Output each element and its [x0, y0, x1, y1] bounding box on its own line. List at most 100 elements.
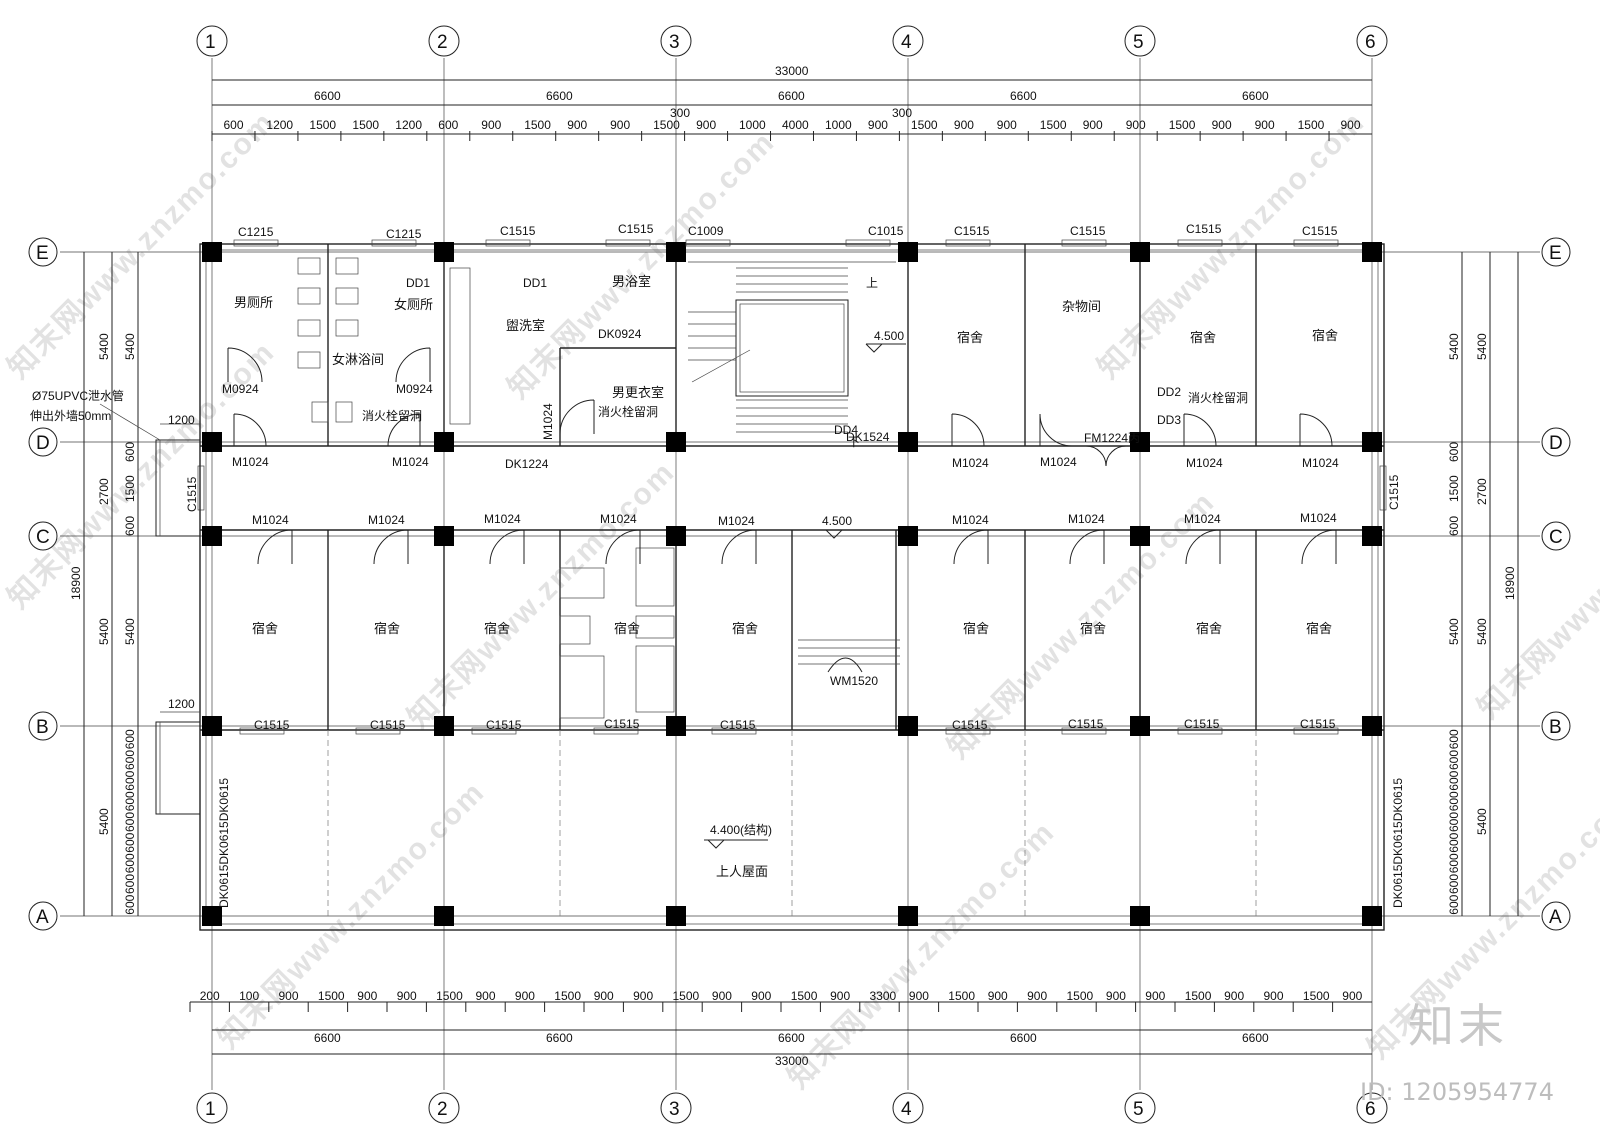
dims_right_steps-0: 600	[1447, 729, 1461, 749]
opening-dd4: DD4	[834, 423, 858, 437]
dims_bottom_detail-28: 1500	[1303, 989, 1330, 1003]
watermark-layer: 知末网www.znzmo.com 知末网www.znzmo.com 知末网www…	[2, 105, 1600, 1095]
window-c1515-t1: C1515	[500, 224, 536, 238]
exterior-steps	[155, 423, 201, 815]
door-m1024-b1: M1024	[252, 513, 289, 527]
dims_right_steps-1: 600	[1447, 750, 1461, 770]
window-c1515-t5: C1515	[1186, 222, 1222, 236]
room-dorm-7: 宿舍	[1080, 621, 1106, 636]
window-c1515-b1: C1515	[254, 718, 290, 732]
dim-right-inner-4: 600	[1447, 516, 1461, 536]
dim-1200-b: 1200	[168, 697, 195, 711]
dims_bottom_detail-11: 900	[633, 989, 653, 1003]
opening-dd1-b: DD1	[523, 276, 547, 290]
opening-dd2: DD2	[1157, 385, 1181, 399]
dims_top_detail-24: 900	[1255, 118, 1275, 132]
level-4500-a: 4.500	[874, 329, 904, 343]
dims_bottom_detail-7: 900	[476, 989, 496, 1003]
room-dorm-8: 宿舍	[1196, 621, 1222, 636]
axis-x-3-bottom: 3	[669, 1099, 680, 1120]
dims_bottom_detail-17: 3300	[870, 989, 897, 1003]
dims_left_steps-2: 600	[123, 770, 137, 790]
note-pipe-2: 伸出外墙50mm	[30, 409, 111, 423]
window-c1515-b5: C1515	[720, 718, 756, 732]
room-wash: 盥洗室	[506, 318, 545, 333]
room-labels: 男厕所 女厕所 女淋浴间 盥洗室 男浴室 男更衣室 宿舍 杂物间 宿舍 宿舍 宿…	[234, 274, 1338, 879]
dims_bottom_detail-3: 1500	[318, 989, 345, 1003]
dims_left_steps-1: 600	[123, 750, 137, 770]
dim-left-outer: 18900	[69, 566, 83, 600]
axis-x-1-bottom: 1	[205, 1099, 216, 1120]
dims_bottom_detail-4: 900	[357, 989, 377, 1003]
room-dorm-3: 宿舍	[484, 621, 510, 636]
axis-x-1-top: 1	[205, 32, 216, 53]
dim-top-bay-3: 6600	[778, 89, 805, 103]
dims_bottom_detail-22: 1500	[1067, 989, 1094, 1003]
dims_bottom_detail-20: 900	[988, 989, 1008, 1003]
door-m1024-b3: M1024	[484, 512, 521, 526]
dim-bottom-bay-1: 6600	[314, 1031, 341, 1045]
room-dorm-5: 宿舍	[732, 621, 758, 636]
room-storage: 杂物间	[1062, 299, 1101, 314]
axis-bubbles-y: E D C B A E D C B A	[28, 237, 1571, 931]
room-womens-toilet: 女厕所	[394, 297, 433, 312]
annotations: 消火栓留洞 消火栓留洞 消火栓留洞 Ø75UPVC泄水管 伸出外墙50mm 4.…	[30, 329, 1248, 849]
axis-x-4-top: 4	[901, 32, 912, 53]
dims_top_detail-21: 900	[1126, 118, 1146, 132]
axis-y-a-left: A	[36, 907, 49, 928]
door-m1024-b4: M1024	[600, 512, 637, 526]
dims_top_detail-10: 1500	[653, 118, 680, 132]
door-labels: M0924 M0924 M1024 M1024 M1024 M1024 M102…	[222, 382, 1339, 688]
dim-bottom-bay-3: 6600	[778, 1031, 805, 1045]
dim-left-mid-4: 5400	[97, 808, 111, 835]
dims_bottom_detail-13: 900	[712, 989, 732, 1003]
axis-y-e-right: E	[1549, 243, 1562, 264]
axis-y-b-right: B	[1549, 717, 1562, 738]
dim-right-mid-4: 5400	[1475, 808, 1489, 835]
opening-dk0615-left: DK0615DK0615DK0615	[217, 778, 231, 908]
opening-dk0924: DK0924	[598, 327, 642, 341]
structural-columns	[202, 242, 1382, 926]
watermark-9: 知末网www.znzmo.com	[782, 815, 1062, 1095]
opening-dk1524: DK1524	[846, 430, 890, 444]
dims_top_detail-25: 1500	[1298, 118, 1325, 132]
dims_top_detail-9: 900	[610, 118, 630, 132]
dim-left-inner-5: 5400	[123, 618, 137, 645]
dims_bottom_detail-5: 900	[397, 989, 417, 1003]
window-c1215-2: C1215	[386, 227, 422, 241]
door-m1024-vert: M1024	[541, 403, 555, 440]
dim-left-mid-2: 2700	[97, 478, 111, 505]
window-c1515-left: C1515	[185, 476, 199, 512]
dims_bottom_detail-9: 1500	[554, 989, 581, 1003]
note-pipe-1: Ø75UPVC泄水管	[32, 388, 124, 403]
dims_bottom_detail-23: 900	[1106, 989, 1126, 1003]
door-m1024-t1: M1024	[232, 455, 269, 469]
door-m1024-b2: M1024	[368, 513, 405, 527]
axis-y-e-left: E	[36, 243, 49, 264]
axis-y-c-left: C	[36, 527, 50, 548]
dim-right-inner-2: 600	[1447, 442, 1461, 462]
window-c1515-t3: C1515	[954, 224, 990, 238]
dims_top_detail-11: 900	[696, 118, 716, 132]
dims_bottom_detail-1: 100	[239, 989, 259, 1003]
dim-right-outer: 18900	[1503, 566, 1517, 600]
room-dorm-6: 宿舍	[963, 621, 989, 636]
door-fm1224: FM1224丙	[1084, 431, 1140, 445]
dims_bottom_detail-19: 1500	[948, 989, 975, 1003]
grid-lines	[60, 58, 1540, 1090]
stair-down-label: 下	[848, 435, 860, 449]
window-c1515-b8: C1515	[1184, 717, 1220, 731]
dim-1200-a: 1200	[168, 413, 195, 427]
dims_left_steps-4: 600	[123, 812, 137, 832]
room-roof: 上人屋面	[716, 864, 768, 879]
dim-bottom-bay-4: 6600	[1010, 1031, 1037, 1045]
room-dorm-9: 宿舍	[1306, 621, 1332, 636]
left-dimensions: 18900 5400 2700 5400 5400 5400 600 1500 …	[69, 252, 139, 916]
dims_top_detail-22: 1500	[1169, 118, 1196, 132]
dims_bottom_detail-26: 900	[1224, 989, 1244, 1003]
dims_top_detail-23: 900	[1212, 118, 1232, 132]
opening-dd3: DD3	[1157, 413, 1181, 427]
